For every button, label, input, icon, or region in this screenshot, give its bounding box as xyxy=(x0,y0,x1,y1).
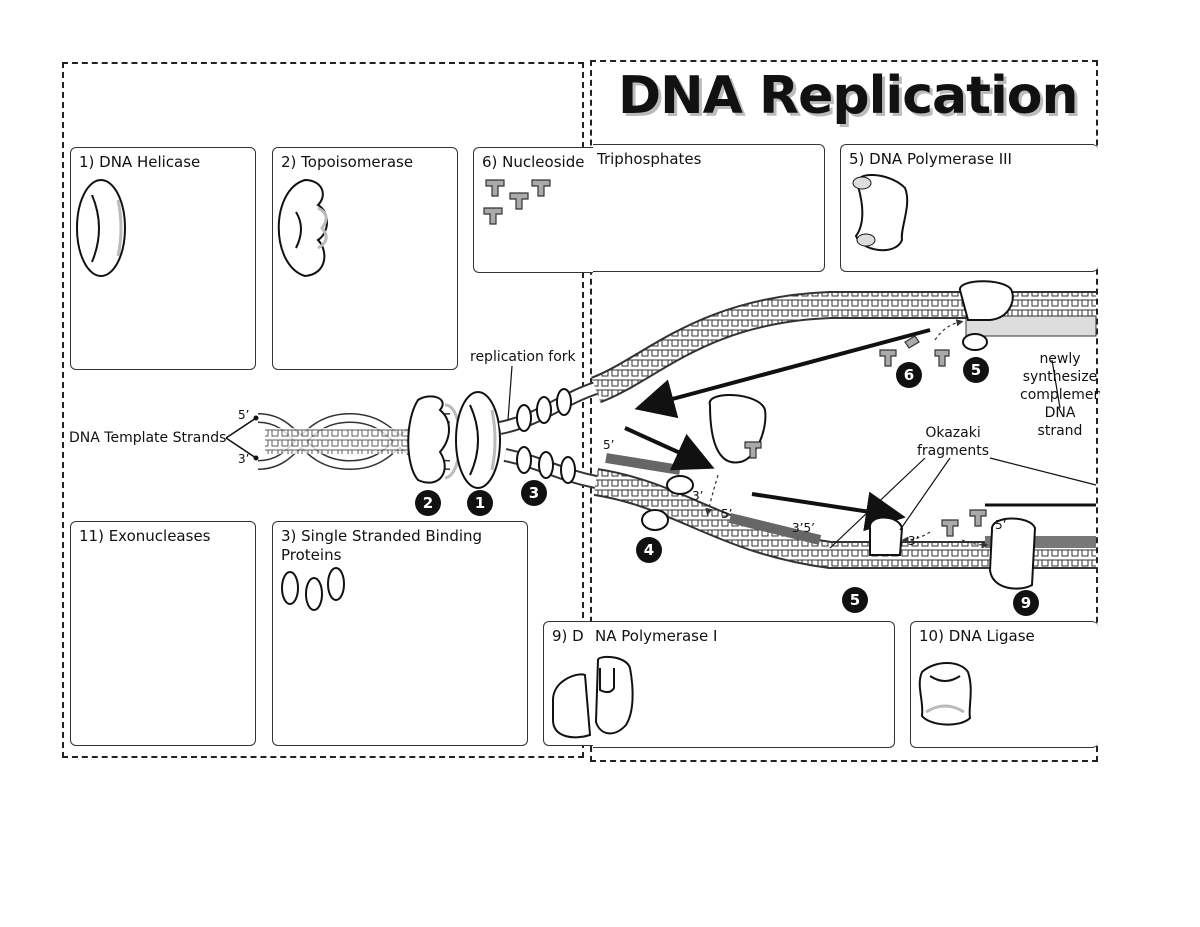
three-prime-label-right: 3’ xyxy=(908,534,920,548)
right-panel xyxy=(590,60,1098,762)
marker-topoisomerase: 2 xyxy=(415,490,441,516)
three-prime-label-template: 3’ xyxy=(238,452,250,466)
ssb-label: 3) Single Stranded Binding Proteins xyxy=(281,527,483,564)
five-prime-label-lagging: 5’ xyxy=(603,438,615,452)
leading-strands xyxy=(498,381,599,489)
helicase-icon xyxy=(76,179,126,277)
nucleoside-label-right: Triphosphates xyxy=(597,150,702,168)
marker-polymerase1: 9 xyxy=(1013,590,1039,616)
polymerase1-label-left: 9) D xyxy=(552,627,584,645)
polymerase1-icon xyxy=(552,655,634,739)
marker-ssb: 3 xyxy=(521,480,547,506)
nucleoside-box-right: Triphosphates xyxy=(593,144,825,272)
topoisomerase-label: 2) Topoisomerase xyxy=(281,153,414,171)
nucleoside-label-left: 6) Nucleoside xyxy=(482,153,585,171)
dashed-arrows xyxy=(705,319,989,549)
three-five-prime-label: 3’5’ xyxy=(792,521,815,535)
polymerase3-label: 5) DNA Polymerase III xyxy=(849,150,1012,168)
replication-fork-label: replication fork xyxy=(470,349,576,365)
template-strands-label: DNA Template Strands xyxy=(69,430,227,446)
polymerase1-box-right: NA Polymerase I xyxy=(593,621,895,748)
helicase-label: 1) DNA Helicase xyxy=(79,153,201,171)
topoisomerase-icon xyxy=(277,178,328,278)
polymerase1-label-right: NA Polymerase I xyxy=(595,627,718,645)
marker-primase: 4 xyxy=(636,537,662,563)
exonucleases-label: 11) Exonucleases xyxy=(79,527,211,545)
marker-polymerase3-bottom: 5 xyxy=(842,587,868,613)
page-title: DNA Replication xyxy=(618,66,1079,126)
ligase-label: 10) DNA Ligase xyxy=(919,627,1035,645)
helicase-at-fork xyxy=(455,391,501,489)
polymerase3-icon xyxy=(852,173,909,252)
ssb-box: 3) Single Stranded Binding Proteins xyxy=(272,521,528,746)
ssb-icons xyxy=(281,567,345,611)
left-panel xyxy=(62,62,584,758)
ligase-icon xyxy=(918,662,972,726)
pointer-lines xyxy=(507,359,1097,549)
marker-helicase: 1 xyxy=(467,490,493,516)
newly-synthesized-label: newly synthesize complement DNA strand xyxy=(1020,351,1100,439)
marker-nucleotides: 6 xyxy=(896,362,922,388)
five-prime-label-mid: 5’ xyxy=(721,507,733,521)
upper-strand xyxy=(590,291,1097,419)
topoisomerase-at-fork xyxy=(407,395,462,484)
five-prime-label-template: 5’ xyxy=(238,408,250,422)
okazaki-label: Okazaki fragments xyxy=(917,425,990,459)
exonucleases-box: 11) Exonucleases xyxy=(70,521,256,746)
five-prime-label-right: 5’ xyxy=(995,518,1007,532)
three-prime-label-lagging: 3’ xyxy=(692,489,704,503)
nucleotide-icons xyxy=(483,179,551,225)
small-nucleotides xyxy=(744,335,987,537)
marker-polymerase3-top: 5 xyxy=(963,357,989,383)
